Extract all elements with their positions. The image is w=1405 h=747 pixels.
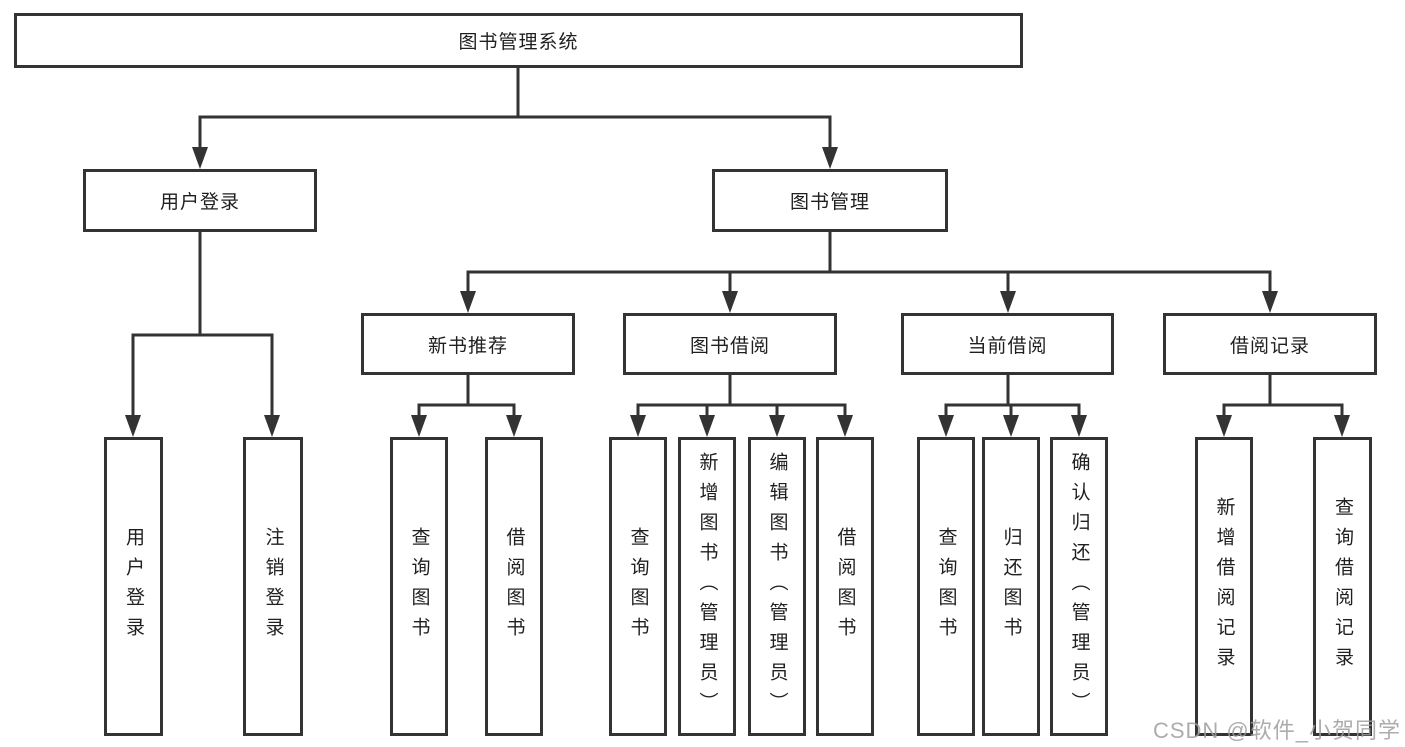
- leaf-borrow-books-label: 借阅图书: [834, 526, 856, 647]
- leaf-query-books-recommend-label: 查询图书: [408, 526, 430, 647]
- leaf-query-books-borrow: 查询图书: [609, 437, 667, 736]
- node-book-management-label: 图书管理: [789, 192, 870, 213]
- node-root-label: 图书管理系统: [458, 32, 579, 53]
- leaf-borrow-books: 借阅图书: [816, 437, 874, 736]
- node-book-borrow-label: 图书借阅: [689, 335, 770, 357]
- leaf-confirm-return-admin: 确认归还（管理员）: [1050, 437, 1108, 736]
- leaf-add-borrow-record: 新增借阅记录: [1195, 437, 1253, 736]
- node-current-borrow-label: 当前借阅: [967, 335, 1048, 357]
- leaf-query-books-recommend: 查询图书: [390, 437, 448, 736]
- leaf-edit-book-admin-label: 编辑图书（管理员）: [766, 451, 788, 722]
- leaf-query-books-current-label: 查询图书: [935, 526, 957, 647]
- leaf-user-login: 用户登录: [104, 437, 163, 736]
- leaf-edit-book-admin: 编辑图书（管理员）: [748, 437, 806, 736]
- csdn-watermark: CSDN @软件_小贺同学: [1152, 718, 1401, 743]
- node-user-login: 用户登录: [83, 169, 317, 232]
- leaf-query-books-borrow-label: 查询图书: [627, 526, 649, 647]
- leaf-query-borrow-record: 查询借阅记录: [1313, 437, 1372, 736]
- node-book-borrow: 图书借阅: [623, 313, 837, 375]
- leaf-add-book-admin: 新增图书（管理员）: [678, 437, 736, 736]
- leaf-borrow-books-recommend: 借阅图书: [485, 437, 543, 736]
- node-new-book-recommend: 新书推荐: [361, 313, 575, 375]
- leaf-borrow-books-recommend-label: 借阅图书: [503, 526, 525, 647]
- leaf-query-books-current: 查询图书: [917, 437, 975, 736]
- leaf-query-borrow-record-label: 查询借阅记录: [1332, 496, 1353, 677]
- node-current-borrow: 当前借阅: [901, 313, 1114, 375]
- leaf-logout-label: 注销登录: [262, 526, 284, 647]
- leaf-confirm-return-admin-label: 确认归还（管理员）: [1068, 451, 1090, 722]
- leaf-return-book: 归还图书: [982, 437, 1040, 736]
- leaf-return-book-label: 归还图书: [1000, 526, 1022, 647]
- leaf-user-login-label: 用户登录: [123, 526, 144, 647]
- node-borrow-records: 借阅记录: [1163, 313, 1377, 375]
- node-new-book-recommend-label: 新书推荐: [427, 335, 508, 357]
- node-borrow-records-label: 借阅记录: [1229, 335, 1310, 357]
- node-user-login-label: 用户登录: [159, 192, 240, 213]
- leaf-logout: 注销登录: [243, 437, 303, 736]
- node-root: 图书管理系统: [14, 13, 1023, 68]
- leaf-add-book-admin-label: 新增图书（管理员）: [696, 451, 718, 722]
- node-book-management: 图书管理: [712, 169, 948, 232]
- leaf-add-borrow-record-label: 新增借阅记录: [1213, 496, 1235, 677]
